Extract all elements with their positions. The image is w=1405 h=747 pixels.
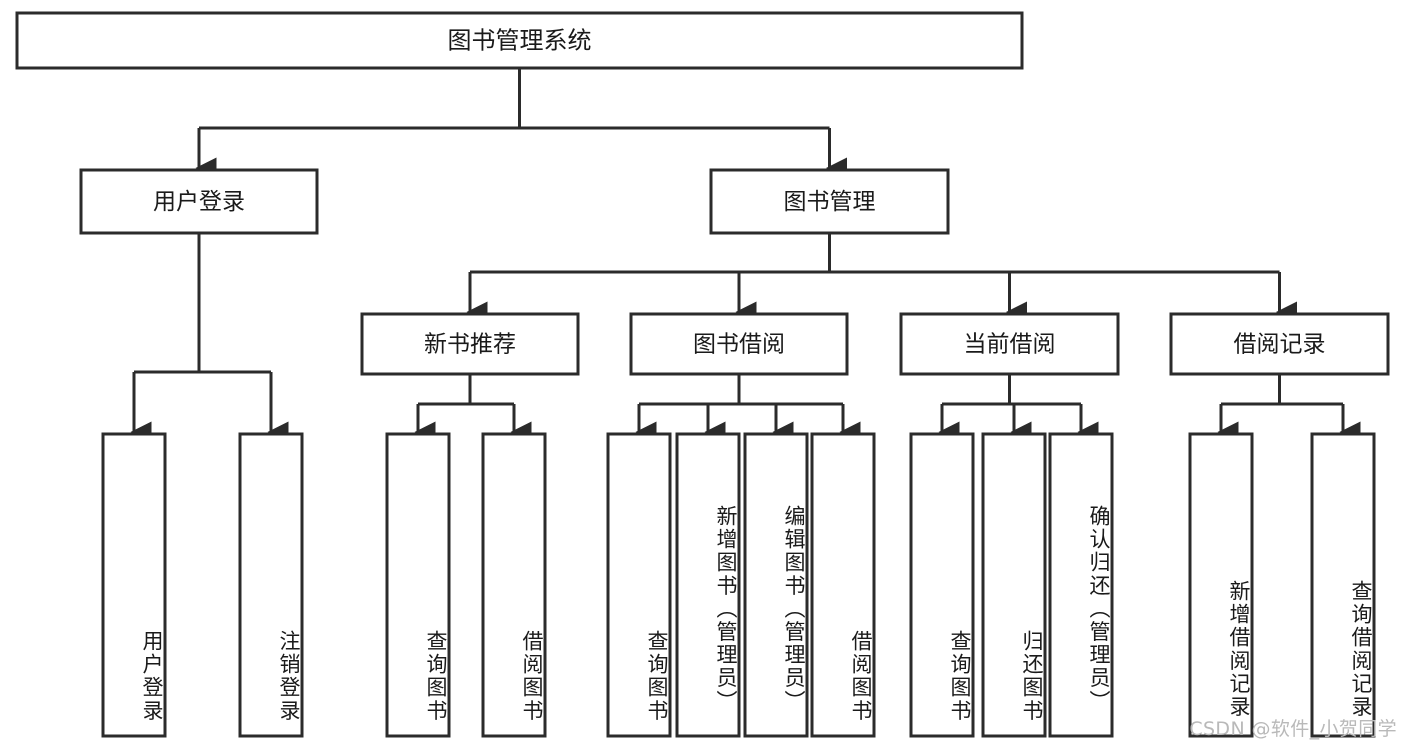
node-label-level3-2: 当前借阅 xyxy=(964,332,1056,358)
node-box-leaf-3[interactable] xyxy=(481,432,547,738)
node-box-level3-1[interactable] xyxy=(629,312,849,376)
node-box-leaf-6[interactable] xyxy=(743,432,809,738)
connector-lines xyxy=(130,68,1361,443)
node-label-level3-1: 图书借阅 xyxy=(693,332,785,358)
node-box-leaf-9[interactable] xyxy=(981,432,1047,738)
node-box-level2-1[interactable] xyxy=(709,168,950,235)
node-box-leaf-4[interactable] xyxy=(606,432,672,738)
node-box-level3-2[interactable] xyxy=(899,312,1120,376)
node-box-leaf-0[interactable] xyxy=(101,432,167,738)
node-box-level2-0[interactable] xyxy=(79,168,319,235)
node-box-leaf-11[interactable] xyxy=(1188,432,1254,738)
node-box-leaf-12[interactable] xyxy=(1310,432,1376,738)
node-box-leaf-7[interactable] xyxy=(810,432,876,738)
node-label-level2-0: 用户登录 xyxy=(153,189,245,215)
node-box-level3-3[interactable] xyxy=(1169,312,1390,376)
node-box-leaf-8[interactable] xyxy=(909,432,975,738)
node-label-level3-0: 新书推荐 xyxy=(424,332,516,358)
node-label-level3-3: 借阅记录 xyxy=(1234,332,1326,358)
node-label-level2-1: 图书管理 xyxy=(784,189,876,215)
node-box-leaf-2[interactable] xyxy=(385,432,451,738)
node-box-leaf-1[interactable] xyxy=(238,432,304,738)
node-box-level3-0[interactable] xyxy=(360,312,580,376)
node-box-leaf-5[interactable] xyxy=(675,432,741,738)
node-box-leaf-10[interactable] xyxy=(1048,432,1114,738)
watermark-text: CSDN @软件_小贺同学 xyxy=(1189,718,1397,740)
node-label-root: 图书管理系统 xyxy=(448,27,592,55)
node-box-root[interactable] xyxy=(15,11,1024,70)
